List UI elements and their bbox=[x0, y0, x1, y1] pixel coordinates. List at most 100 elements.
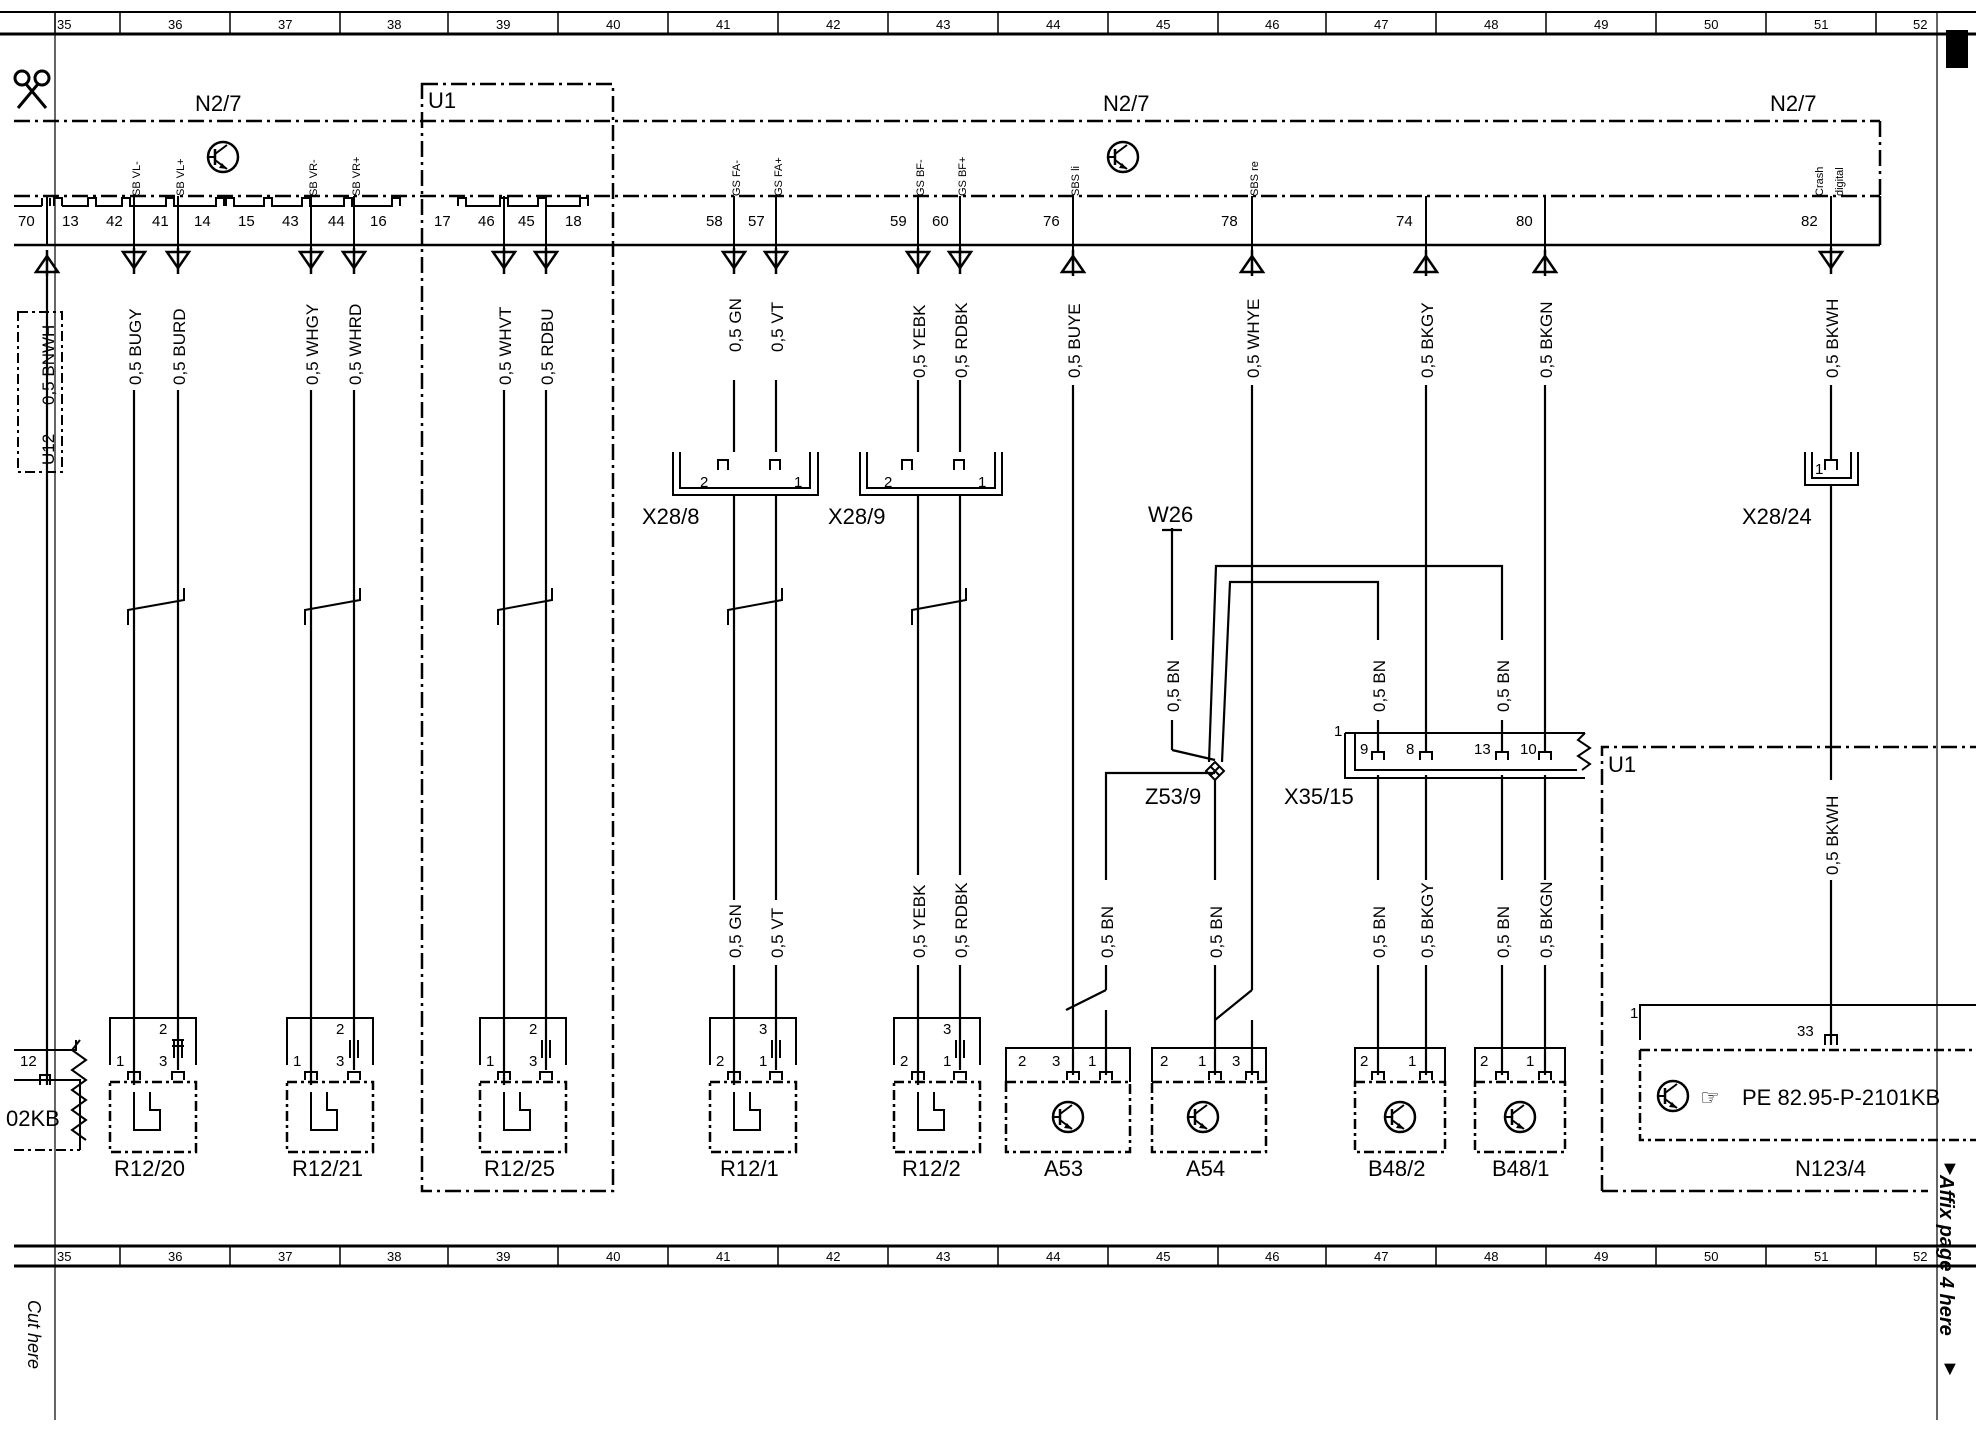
grid-column-number: 41 bbox=[716, 17, 730, 32]
b48-2-pin-1: 1 bbox=[1408, 1053, 1416, 1070]
label-r12-20: R12/20 bbox=[114, 1156, 185, 1181]
grid-column-number: 41 bbox=[716, 1249, 730, 1264]
a54-transistor-icon bbox=[1186, 1100, 1220, 1134]
label-a53: A53 bbox=[1044, 1156, 1083, 1181]
r12-20-pin-2: 2 bbox=[159, 1021, 167, 1038]
pin-46: 46 bbox=[478, 213, 495, 230]
wire-label-bn-b48-2: 0,5 BN bbox=[1370, 906, 1389, 958]
component-n123-4 bbox=[1600, 745, 1976, 1193]
wire-label-whgy: 0,5 WHGY bbox=[303, 304, 322, 385]
a53-pin-1: 1 bbox=[1088, 1053, 1096, 1070]
x28-9-pin-1: 1 bbox=[978, 474, 986, 491]
grid-column-number: 38 bbox=[387, 17, 401, 32]
pin-59: 59 bbox=[890, 213, 907, 230]
component-a53 bbox=[1004, 1047, 1132, 1154]
b48-1-transistor-icon bbox=[1503, 1100, 1537, 1134]
wire-label-bkgy-top: 0,5 BKGY bbox=[1418, 302, 1437, 378]
wire-label-whye: 0,5 WHYE bbox=[1244, 299, 1263, 378]
grid-column-number: 44 bbox=[1046, 17, 1060, 32]
x28-24-pin-1: 1 bbox=[1815, 461, 1823, 478]
grid-column-number: 36 bbox=[168, 1249, 182, 1264]
wire-label-yebk-top: 0,5 YEBK bbox=[910, 304, 929, 378]
wires bbox=[45, 276, 1833, 1085]
wire-label-bkgn-low: 0,5 BKGN bbox=[1537, 881, 1556, 958]
left-partial-label: 02KB bbox=[6, 1106, 60, 1131]
label-b48-2: B48/2 bbox=[1368, 1156, 1426, 1181]
wire-label-rdbu: 0,5 RDBU bbox=[538, 308, 557, 385]
a53-pin-2: 2 bbox=[1018, 1053, 1026, 1070]
grid-column-number: 45 bbox=[1156, 17, 1170, 32]
pin-60: 60 bbox=[932, 213, 949, 230]
signal-crash: Crash bbox=[1814, 167, 1826, 196]
pin-13: 13 bbox=[62, 213, 79, 230]
pin-58: 58 bbox=[706, 213, 723, 230]
grid-column-number: 38 bbox=[387, 1249, 401, 1264]
grid-column-number: 51 bbox=[1814, 17, 1828, 32]
signal-digital: digital bbox=[1834, 167, 1846, 196]
affix-page-instruction: Affix page 4 here bbox=[1935, 1174, 1957, 1336]
grid-column-number: 44 bbox=[1046, 1249, 1060, 1264]
pin-18: 18 bbox=[565, 213, 582, 230]
wire-label-bn-w26: 0,5 BN bbox=[1164, 660, 1183, 712]
grid-column-number: 42 bbox=[826, 1249, 840, 1264]
r12-25-pin-3: 3 bbox=[529, 1053, 537, 1070]
connector-label-w26: W26 bbox=[1148, 502, 1193, 527]
component-r12-1 bbox=[708, 1017, 798, 1154]
u1-boundary bbox=[420, 82, 615, 1193]
x28-8-pin-1: 1 bbox=[794, 474, 802, 491]
component-r12-21 bbox=[285, 1017, 375, 1154]
component-r12-20 bbox=[108, 1017, 198, 1154]
pin-stubs bbox=[46, 196, 1832, 260]
scissors-icon bbox=[13, 69, 51, 109]
pin-76: 76 bbox=[1043, 213, 1060, 230]
pin-14: 14 bbox=[194, 213, 211, 230]
x35-15-pin-9: 9 bbox=[1360, 741, 1368, 758]
pin-17: 17 bbox=[434, 213, 451, 230]
u1-label-bottom: U1 bbox=[1608, 752, 1636, 777]
b48-1-pin-1: 1 bbox=[1526, 1053, 1534, 1070]
module-n2-7-outline bbox=[14, 119, 1882, 198]
wire-label-whvt: 0,5 WHVT bbox=[496, 307, 515, 385]
grid-column-number: 52 bbox=[1913, 1249, 1927, 1264]
label-r12-25: R12/25 bbox=[484, 1156, 555, 1181]
wire-label-bn-a54: 0,5 BN bbox=[1207, 906, 1226, 958]
pin-43: 43 bbox=[282, 213, 299, 230]
connector-label-x35-15: X35/15 bbox=[1284, 784, 1354, 809]
a54-pin-1: 1 bbox=[1198, 1053, 1206, 1070]
reference-pe-82-95: PE 82.95-P-2101KB bbox=[1742, 1085, 1940, 1110]
grid-column-number: 52 bbox=[1913, 17, 1927, 32]
wire-label-whrd: 0,5 WHRD bbox=[346, 304, 365, 385]
grid-column-number: 39 bbox=[496, 17, 510, 32]
pin-82: 82 bbox=[1801, 213, 1818, 230]
wire-label-rdbk-top: 0,5 RDBK bbox=[952, 302, 971, 378]
component-a54 bbox=[1150, 1047, 1268, 1154]
wire-label-gn-low: 0,5 GN bbox=[726, 904, 745, 958]
wire-labels: 0,5 BNWH U12 0,5 BUGY 0,5 BURD 0,5 WHGY … bbox=[39, 298, 1842, 958]
r12-2-pin-1: 1 bbox=[943, 1053, 951, 1070]
label-a54: A54 bbox=[1186, 1156, 1225, 1181]
grid-column-number: 48 bbox=[1484, 17, 1498, 32]
r12-20-pin-3: 3 bbox=[159, 1053, 167, 1070]
pin-70: 70 bbox=[18, 213, 35, 230]
grid-column-numbers: 3535363637373838393940404141424243434444… bbox=[57, 17, 1927, 1264]
grid-column-number: 45 bbox=[1156, 1249, 1170, 1264]
signal-gs-bf-minus: GS BF- bbox=[915, 159, 927, 196]
b48-2-pin-2: 2 bbox=[1360, 1053, 1368, 1070]
pin-16: 16 bbox=[370, 213, 387, 230]
r12-1-pin-1: 1 bbox=[759, 1053, 767, 1070]
a54-pin-3: 3 bbox=[1232, 1053, 1240, 1070]
left-pin-12: 12 bbox=[20, 1053, 37, 1070]
affix-arrow-bottom: ▼ bbox=[1940, 1358, 1960, 1380]
pin-57: 57 bbox=[748, 213, 765, 230]
label-n123-4: N123/4 bbox=[1795, 1156, 1866, 1181]
signal-sbs-li: SBS li bbox=[1070, 166, 1082, 196]
grid-column-number: 49 bbox=[1594, 1249, 1608, 1264]
module-label-n2-7-center: N2/7 bbox=[1103, 91, 1149, 116]
a53-pin-3: 3 bbox=[1052, 1053, 1060, 1070]
b48-1-pin-2: 2 bbox=[1480, 1053, 1488, 1070]
grid-column-number: 35 bbox=[57, 17, 71, 32]
u1-label-top: U1 bbox=[428, 88, 456, 113]
signal-gs-fa-plus: GS FA+ bbox=[773, 157, 785, 196]
pin-15: 15 bbox=[238, 213, 255, 230]
wire-label-gn-top: 0,5 GN bbox=[726, 298, 745, 352]
